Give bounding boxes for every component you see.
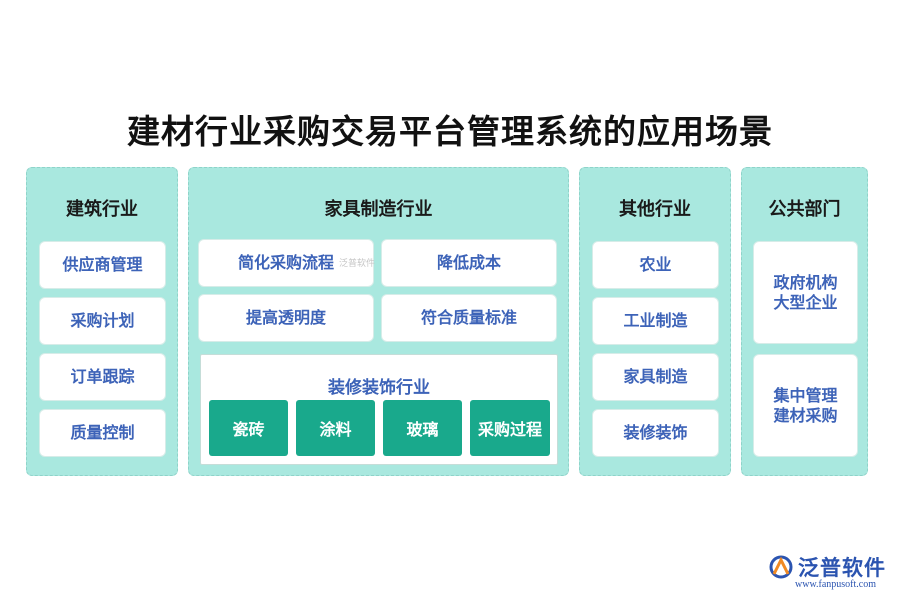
decoration-subpanel: 装修装饰行业 瓷砖 涂料 玻璃 采购过程 [200, 354, 558, 465]
other-item: 工业制造 [592, 297, 719, 345]
panel-furniture-title: 家具制造行业 [324, 199, 433, 220]
panel-other: 其他行业 农业 工业制造 家具制造 装修装饰 [579, 167, 731, 476]
public-item-line: 政府机构 [773, 272, 838, 292]
public-item: 政府机构 大型企业 [753, 241, 858, 344]
brand-name: 泛普软件 [798, 556, 886, 580]
furniture-item: 降低成本 [381, 239, 557, 287]
brand-logo: 泛普软件 [768, 552, 886, 582]
page-title: 建材行业采购交易平台管理系统的应用场景 [127, 112, 773, 151]
furniture-item: 简化采购流程 [198, 239, 374, 287]
panel-public-title: 公共部门 [768, 199, 841, 220]
construction-item: 订单跟踪 [39, 353, 166, 401]
brand-url: www.fanpusoft.com [795, 579, 877, 590]
panel-furniture: 家具制造行业 简化采购流程 泛普软件 降低成本 提高透明度 符合质量标准 装修装… [188, 167, 569, 476]
other-item: 农业 [592, 241, 719, 289]
decoration-title: 装修装饰行业 [328, 378, 430, 398]
panel-other-title: 其他行业 [619, 199, 691, 220]
decoration-item: 瓷砖 [209, 400, 288, 456]
other-item: 装修装饰 [592, 409, 719, 457]
watermark: 泛普软件 [339, 259, 376, 269]
other-item: 家具制造 [592, 353, 719, 401]
construction-item: 质量控制 [39, 409, 166, 457]
public-item-line: 大型企业 [773, 292, 838, 312]
construction-item: 供应商管理 [39, 241, 166, 289]
public-item-line: 集中管理 [773, 385, 838, 405]
decoration-item: 采购过程 [470, 400, 550, 456]
public-item-line: 建材采购 [773, 405, 838, 425]
panel-construction-title: 建筑行业 [66, 199, 138, 220]
furniture-item: 符合质量标准 [381, 294, 557, 342]
brand-logo-icon [769, 555, 793, 579]
construction-item: 采购计划 [39, 297, 166, 345]
decoration-item: 玻璃 [383, 400, 462, 456]
panel-public: 公共部门 政府机构 大型企业 集中管理 建材采购 [741, 167, 868, 476]
furniture-item: 提高透明度 [198, 294, 374, 342]
public-item: 集中管理 建材采购 [753, 354, 858, 457]
decoration-item: 涂料 [296, 400, 375, 456]
panel-construction: 建筑行业 供应商管理 采购计划 订单跟踪 质量控制 [26, 167, 178, 476]
